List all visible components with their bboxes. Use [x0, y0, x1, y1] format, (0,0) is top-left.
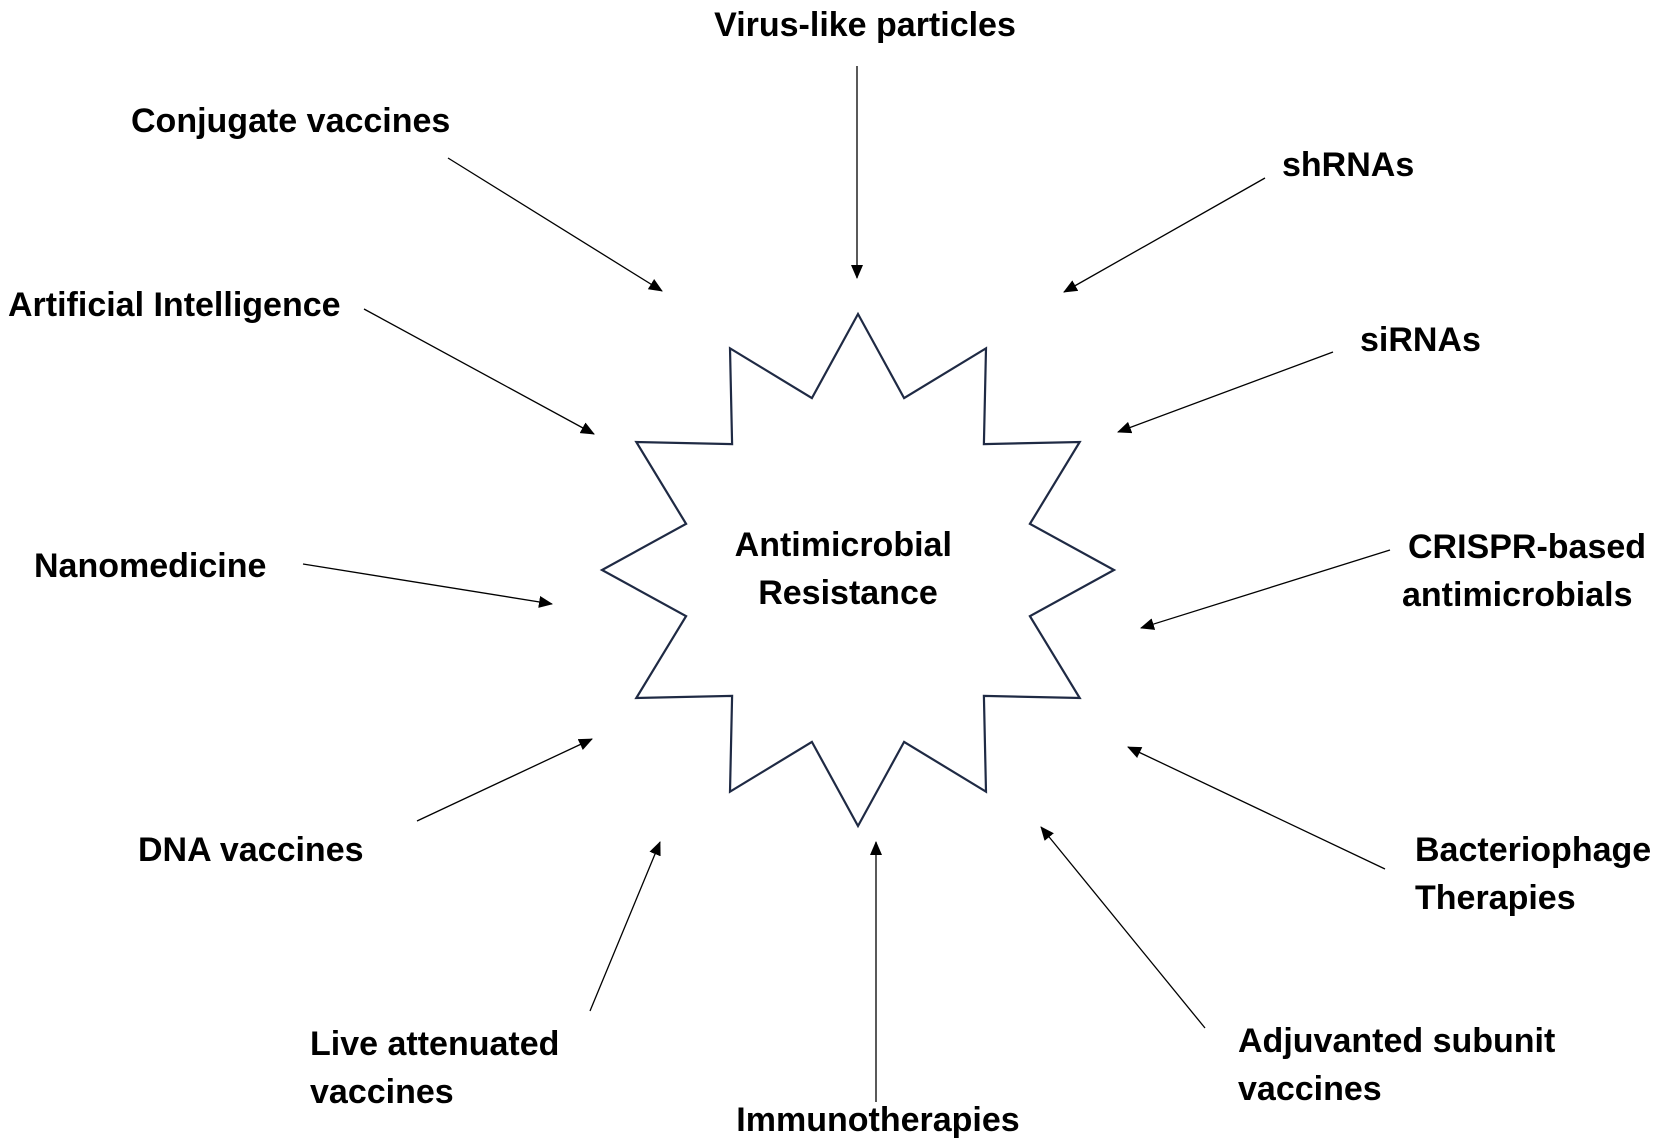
center-label-line-2: Resistance: [758, 574, 938, 612]
arrow-live-attenuated: [589, 841, 661, 1012]
label-artificial-intelligence: Artificial Intelligence: [8, 286, 341, 324]
center-label-line-1: Antimicrobial: [735, 526, 952, 564]
label-virus-like-particles: Virus-like particles: [714, 6, 1016, 44]
label-conjugate-vaccines: Conjugate vaccines: [131, 102, 450, 140]
star-burst-shape: [599, 311, 1117, 829]
label-immunotherapies: Immunotherapies: [736, 1101, 1019, 1139]
arrow-nanomedicine: [302, 563, 553, 608]
arrow-conjugate-vaccines: [447, 157, 663, 292]
label-sirnas: siRNAs: [1360, 321, 1481, 359]
center-label: Antimicrobial Resistance: [735, 526, 962, 612]
arrow-dna-vaccines: [416, 738, 593, 822]
arrow-sirnas: [1117, 351, 1334, 434]
arrow-shrnas: [1063, 177, 1266, 293]
label-dna-vaccines: DNA vaccines: [138, 831, 364, 869]
label-crispr: CRISPR-based antimicrobials: [1402, 528, 1654, 614]
arrow-adjuvanted: [1040, 826, 1206, 1029]
arrow-bacteriophage: [1127, 746, 1386, 870]
label-nanomedicine: Nanomedicine: [34, 547, 266, 585]
arrows-group: [302, 66, 1391, 1102]
label-shrnas: shRNAs: [1282, 146, 1414, 184]
label-adjuvanted: Adjuvanted subunit vaccines: [1238, 1022, 1565, 1108]
label-live-attenuated: Live attenuated vaccines: [310, 1025, 569, 1111]
arrow-crispr: [1140, 549, 1391, 630]
label-bacteriophage: Bacteriophage Therapies: [1415, 831, 1654, 917]
arrow-artificial-intelligence: [363, 308, 595, 435]
labels-group: Virus-like particles shRNAs siRNAs CRISP…: [8, 6, 1654, 1139]
